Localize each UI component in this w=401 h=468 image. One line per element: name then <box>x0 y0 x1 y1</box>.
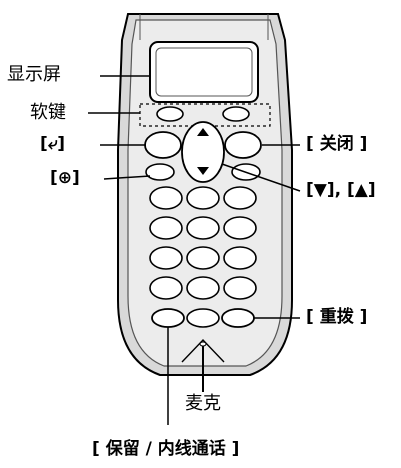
talk-key-label: [⤶] <box>40 134 66 154</box>
nav-up-icon <box>197 128 209 136</box>
microphone-stem <box>202 346 204 366</box>
talk-key <box>144 131 182 159</box>
redial-key <box>221 308 255 328</box>
middle-key <box>186 308 220 328</box>
microphone-hole <box>199 341 207 347</box>
soft-keys-label: 软键 <box>30 102 66 123</box>
soft-key-left <box>156 106 184 122</box>
off-key-label: [ 关闭 ] <box>306 134 368 154</box>
microphone-ridge <box>181 338 225 363</box>
nav-keys-label: [▼], [▲] <box>306 180 376 200</box>
hold-intercom-label: [ 保留 / 内线通话 ] <box>92 439 240 459</box>
microphone-label: 麦克 <box>185 393 221 414</box>
off-key <box>224 131 262 159</box>
speaker-key-label: [⊕] <box>50 168 80 188</box>
dial-pad <box>149 186 257 300</box>
hold-intercom-key <box>151 308 185 328</box>
display-label: 显示屏 <box>7 64 61 85</box>
soft-key-right <box>222 106 250 122</box>
leader-lines <box>88 75 301 425</box>
redial-label: [ 重拨 ] <box>306 307 368 327</box>
display-screen <box>149 41 259 103</box>
navigator-key <box>181 121 225 183</box>
speaker-key <box>145 163 175 181</box>
nav-down-icon <box>197 167 209 175</box>
microphone-leader <box>202 366 204 392</box>
